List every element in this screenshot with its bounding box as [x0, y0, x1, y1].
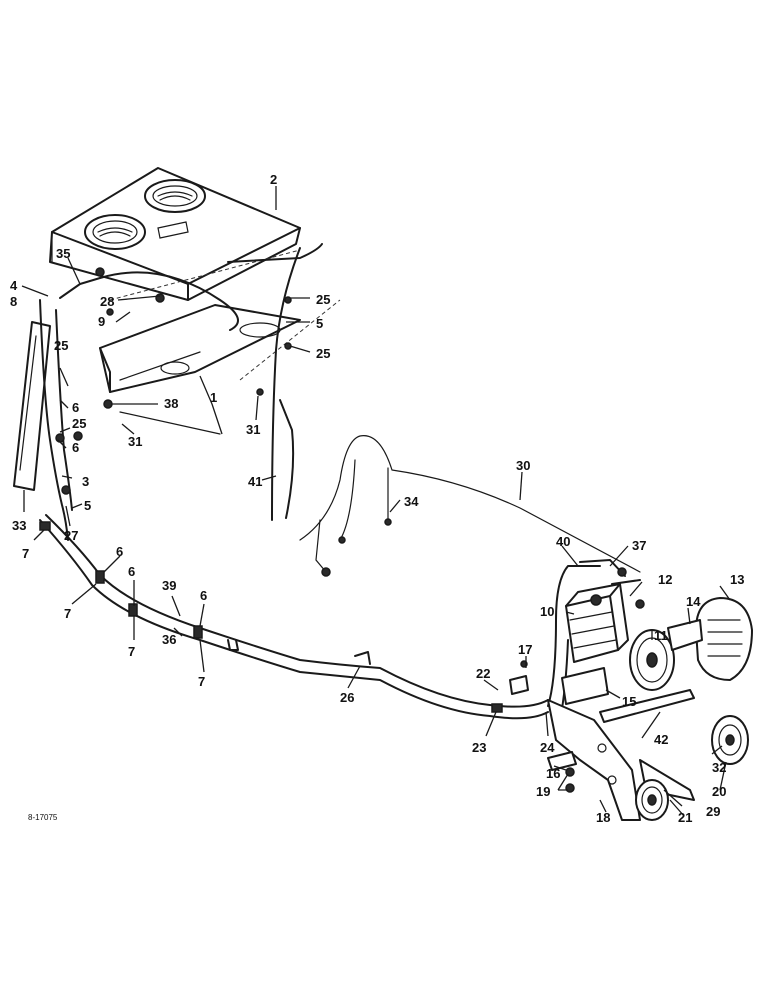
- callout-25b: 25: [316, 346, 330, 361]
- callout-25a: 25: [316, 292, 330, 307]
- callout-15: 15: [622, 694, 636, 709]
- callout-27: 27: [64, 528, 78, 543]
- callout-28: 28: [100, 294, 114, 309]
- callout-21: 21: [678, 810, 692, 825]
- callout-36: 36: [162, 632, 176, 647]
- callout-14: 14: [686, 594, 701, 609]
- evaporator-core: [99, 249, 341, 393]
- callout-39: 39: [162, 578, 176, 593]
- callout-31a: 31: [128, 434, 142, 449]
- callout-32: 32: [712, 760, 726, 775]
- callout-8: 8: [10, 294, 17, 309]
- leader-lines: [21, 186, 731, 817]
- callout-30: 30: [516, 458, 530, 473]
- callout-25c: 25: [54, 338, 68, 353]
- callout-2: 2: [270, 172, 277, 187]
- callout-6a: 6: [72, 400, 79, 415]
- idler-pulley-32: [711, 715, 749, 765]
- callout-29: 29: [706, 804, 720, 819]
- callout-35: 35: [56, 246, 70, 261]
- drier-tube: [13, 321, 51, 491]
- callout-6b: 6: [72, 440, 79, 455]
- callout-5b: 5: [84, 498, 91, 513]
- callout-31b: 31: [246, 422, 260, 437]
- callout-9: 9: [98, 314, 105, 329]
- callout-33: 33: [12, 518, 26, 533]
- belt-guard: [695, 597, 753, 681]
- callout-37: 37: [632, 538, 646, 553]
- callout-34: 34: [404, 494, 419, 509]
- small-hardware: [55, 267, 645, 793]
- callout-7c: 7: [128, 644, 135, 659]
- callout-26: 26: [340, 690, 354, 705]
- callout-12: 12: [658, 572, 672, 587]
- compressor: [565, 583, 629, 663]
- refrigerant-hoses: [39, 243, 549, 720]
- callout-7b: 7: [64, 606, 71, 621]
- callout-42: 42: [654, 732, 668, 747]
- callout-25d: 25: [72, 416, 86, 431]
- wiring-harness: [299, 435, 641, 577]
- callout-6e: 6: [200, 588, 207, 603]
- callout-6d: 6: [128, 564, 135, 579]
- callout-24: 24: [540, 740, 555, 755]
- callout-7a: 7: [22, 546, 29, 561]
- callout-38: 38: [164, 396, 178, 411]
- callout-23: 23: [472, 740, 486, 755]
- evaporator-housing: [49, 167, 301, 301]
- callout-1: 1: [210, 390, 217, 405]
- callout-11: 11: [654, 628, 668, 643]
- hose-clamps: [39, 521, 503, 713]
- callout-40: 40: [556, 534, 570, 549]
- callout-18: 18: [596, 810, 610, 825]
- mount-plate-15: [561, 667, 609, 705]
- callout-7d: 7: [198, 674, 205, 689]
- callouts: 2 35 4 8 28 9 25 5 25 25 38 1 6 25 6 31 …: [10, 172, 744, 825]
- callout-5a: 5: [316, 316, 323, 331]
- callout-19: 19: [536, 784, 550, 799]
- callout-10: 10: [540, 604, 554, 619]
- callout-3: 3: [82, 474, 89, 489]
- callout-6c: 6: [116, 544, 123, 559]
- callout-13: 13: [730, 572, 744, 587]
- bracket-14: [667, 619, 703, 651]
- callout-20: 20: [712, 784, 726, 799]
- callout-22: 22: [476, 666, 490, 681]
- callout-4: 4: [10, 278, 18, 293]
- drawing-code: 8-17075: [28, 813, 58, 822]
- callout-17: 17: [518, 642, 532, 657]
- callout-16: 16: [546, 766, 560, 781]
- idler-pulley-21: [635, 779, 669, 821]
- brace-42: [599, 689, 695, 723]
- callout-41: 41: [248, 474, 262, 489]
